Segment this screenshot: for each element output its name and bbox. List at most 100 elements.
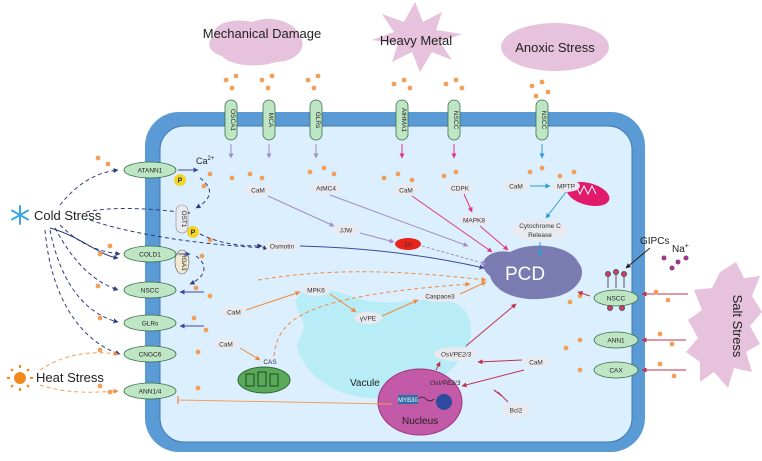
sodium-dots (661, 255, 689, 271)
left-channel-cold1: COLD1 (123, 245, 177, 263)
svg-text:JA: JA (404, 242, 412, 249)
svg-text:CAS: CAS (263, 359, 277, 366)
sun-icon (7, 365, 33, 391)
svg-text:CaM: CaM (227, 310, 241, 317)
svg-text:NSCC: NSCC (452, 111, 459, 130)
left-channel-glrs: GLRs (123, 314, 177, 332)
node-cam-mpk: CaM (221, 306, 247, 318)
left-channel-ann1-4: ANN1/4 (123, 382, 177, 400)
top-channel-mca: MCA (262, 99, 276, 141)
node-cytochrome-c: Cytochrome C Release (512, 219, 568, 241)
svg-text:GLRs: GLRs (314, 112, 321, 129)
salt-stress-label: Salt Stress (730, 295, 745, 358)
top-channel-nscc2: NSCC (535, 99, 549, 141)
heat-stress-label: Heat Stress (36, 370, 104, 385)
top-channel-nscc: NSCC (447, 99, 461, 141)
snowflake-icon (11, 205, 29, 225)
svg-text:ATANN1: ATANN1 (138, 168, 163, 175)
anoxic-arrows (530, 144, 567, 257)
svg-text:Bcl2: Bcl2 (510, 408, 523, 415)
top-channel-athma1: AtHMA1 (395, 99, 409, 141)
svg-text:OSCA1: OSCA1 (229, 109, 236, 131)
anoxic-stress-cloud (501, 23, 609, 71)
svg-text:NSCC: NSCC (141, 288, 160, 295)
right-channel-ann1: ANN1 (593, 331, 639, 349)
svg-text:NSCC: NSCC (607, 296, 626, 303)
svg-text:MCA: MCA (267, 113, 274, 128)
node-cas: CAS (263, 359, 277, 366)
gipcs-receptor (605, 269, 627, 311)
sodium-label: Na+ (672, 243, 689, 255)
mechanical-damage-label-1: Mechanical Damage (203, 26, 322, 41)
svg-text:MPTP: MPTP (557, 184, 575, 191)
svg-text:CaM: CaM (399, 188, 413, 195)
salt-stress-burst (686, 262, 762, 388)
mech-arrows (228, 144, 487, 266)
svg-text:AtMC4: AtMC4 (316, 186, 336, 193)
cold-solid-arrow (49, 227, 119, 260)
salt-arrows (641, 291, 688, 373)
left-channel-nscc: NSCC (123, 281, 177, 299)
svg-text:JJW: JJW (340, 228, 354, 235)
right-channel-nscc: NSCC (593, 289, 639, 307)
chloroplast (237, 366, 291, 394)
svg-text:CaM: CaM (509, 184, 523, 191)
svg-text:P: P (191, 230, 196, 237)
node-cam-hm: CaM (393, 184, 419, 196)
node-mapk8: MAPK8 (459, 214, 489, 226)
nucleus-osvpe-label: OsVPE2/3 (430, 380, 461, 387)
pcd-node (483, 245, 583, 300)
node-vpe: γVPE (354, 312, 382, 324)
svg-text:MAPK8: MAPK8 (463, 218, 485, 225)
cold-dashed-osmotin (199, 233, 263, 249)
vacuole-label: Vacule (350, 378, 380, 389)
node-atmc4: AtMC4 (310, 182, 342, 194)
top-channel-osca1: OSCA1 (224, 99, 238, 141)
mechanical-damage-cloud (209, 18, 303, 66)
node-cam-right: CaM (523, 356, 549, 368)
calcium-label: Ca2+ (196, 156, 215, 166)
node-cdpk: CDPK (446, 182, 474, 194)
left-channel-atann1: ATANN1 (123, 161, 177, 179)
svg-text:CaM: CaM (251, 188, 265, 195)
svg-text:Osmotin: Osmotin (270, 244, 295, 251)
node-cam-mech: CaM (244, 184, 272, 196)
svg-text:Caspace3: Caspace3 (425, 294, 455, 301)
node-jjw: JJW (333, 224, 359, 236)
cold-stress-label: Cold Stress (34, 208, 102, 223)
nucleus (377, 368, 463, 436)
svg-text:Release: Release (528, 232, 552, 239)
svg-text:MYB30: MYB30 (398, 398, 418, 404)
svg-text:CDPK: CDPK (451, 186, 470, 193)
svg-text:Cytochrome C: Cytochrome C (519, 223, 561, 230)
node-osmotin: Osmotin (265, 240, 299, 252)
svg-text:AtHMA1: AtHMA1 (400, 108, 407, 133)
svg-text:γVPE: γVPE (360, 316, 377, 323)
heavy-metal-burst (372, 2, 462, 72)
gipcs-label: GIPCs (640, 236, 669, 247)
gipcs-pointer (625, 247, 651, 269)
heavy-metal-arrows (399, 144, 509, 253)
svg-text:CNGC6: CNGC6 (139, 352, 162, 359)
nucleus-label: Nucleus (402, 416, 438, 427)
node-mpk6: MPK6 (302, 284, 330, 296)
heavy-metal-label: Heavy Metal (380, 33, 452, 48)
phospho-badge-2: P (187, 226, 199, 238)
bcl2-inhibit-bar (493, 389, 503, 397)
phospho-badge-1: P (174, 174, 186, 186)
node-osvpe-cyto: OsVPE2/3 (434, 347, 478, 361)
svg-text:GLRs: GLRs (142, 321, 159, 328)
anoxic-stress-label: Anoxic Stress (515, 40, 595, 55)
svg-text:CaM: CaM (219, 342, 233, 349)
top-channel-glrs: GLRs (309, 99, 323, 141)
cold-dashed-ost1 (195, 177, 210, 209)
left-channel-ost1: OST1 (175, 204, 189, 234)
node-ja: JA (395, 238, 421, 250)
orange-arrows (177, 271, 487, 405)
svg-text:RGA1: RGA1 (180, 253, 187, 271)
cold-dashed-rga1 (189, 255, 205, 285)
heat-stress-arrows (39, 351, 119, 394)
svg-text:CAX: CAX (609, 368, 623, 375)
myb30-gene: MYB30 (398, 395, 435, 404)
